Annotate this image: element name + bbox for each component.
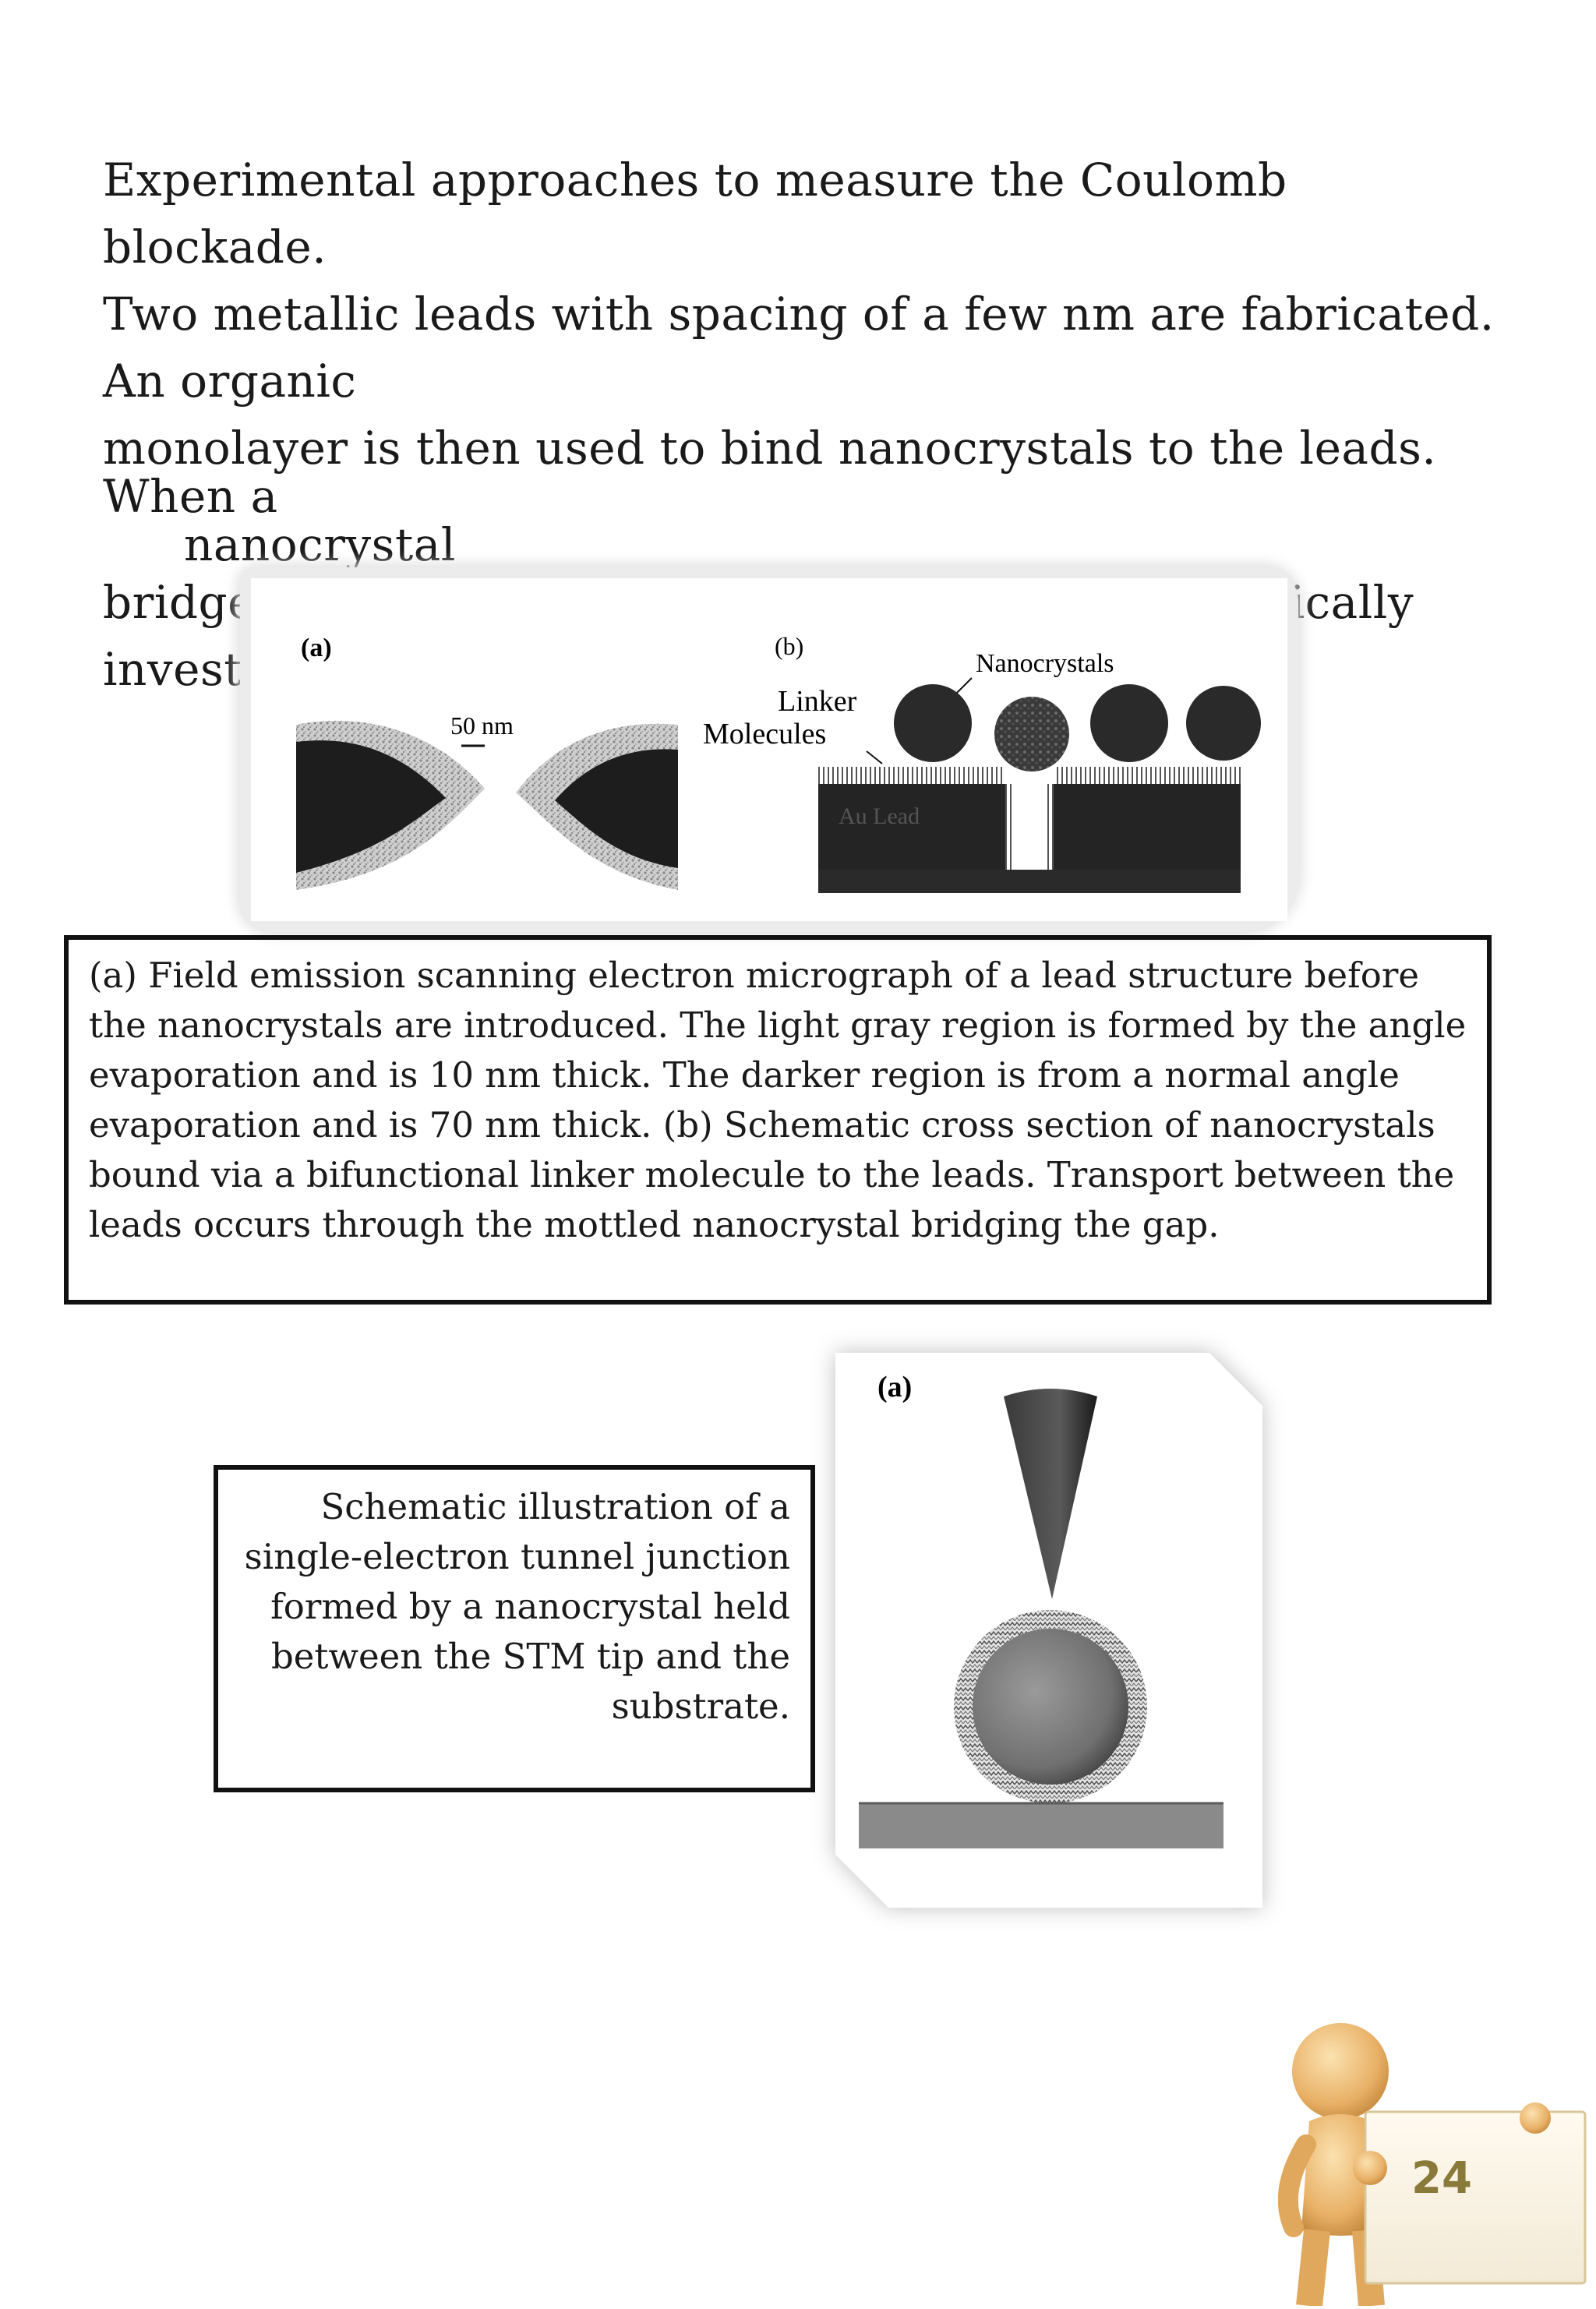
intro-line-part: monolayer is then used to bind nanocryst… [103, 422, 1436, 523]
linker-layer-right [1054, 767, 1241, 784]
figure-stm-junction-image: (a) [828, 1350, 1267, 1911]
mascot-leg [1309, 2230, 1317, 2306]
linker-gap-left [1005, 784, 1012, 870]
scale-bar-label: 50 nm [450, 711, 514, 740]
substrate [859, 1803, 1223, 1848]
nanocrystal-core [973, 1629, 1128, 1785]
panel-a-label: (a) [301, 634, 332, 662]
linker-layer-left [818, 767, 1005, 784]
panel-b-label: (b) [775, 632, 803, 660]
au-lead-label: Au Lead [839, 803, 920, 829]
figure-lead-structure: (a) 50 nm (b) Nanocrystals Linker Molecu… [251, 578, 1287, 921]
intro-line: Two metallic leads with spacing of a few… [103, 281, 1506, 415]
nanocrystal [894, 684, 972, 762]
nanocrystal [1090, 684, 1168, 762]
figure2-panel-label: (a) [877, 1371, 912, 1403]
mascot-head [1292, 2023, 1389, 2120]
linker-label-line2: Molecules [703, 718, 826, 750]
figure-lead-structure-image: (a) 50 nm (b) Nanocrystals Linker Molecu… [251, 578, 1287, 921]
linker-gap-right [1047, 784, 1054, 870]
figure2-caption: Schematic illustration of a single-elect… [214, 1465, 815, 1792]
page-number: 24 [1372, 2148, 1512, 2210]
figure-stm-junction: (a) [828, 1350, 1267, 1911]
nanocrystal-bridging [994, 697, 1069, 771]
intro-line-continuation: nanocrystal [103, 521, 1506, 569]
mascot-hand [1520, 2102, 1551, 2134]
substrate-base [818, 870, 1241, 893]
nanocrystals-label: Nanocrystals [976, 649, 1114, 678]
figure1-caption: (a) Field emission scanning electron mic… [64, 935, 1492, 1305]
intro-line: monolayer is then used to bind nanocryst… [103, 415, 1506, 569]
nanocrystal [1186, 686, 1261, 761]
linker-label-line1: Linker [778, 685, 857, 718]
au-lead-right [1054, 784, 1241, 870]
intro-line: Experimental approaches to measure the C… [103, 147, 1506, 281]
